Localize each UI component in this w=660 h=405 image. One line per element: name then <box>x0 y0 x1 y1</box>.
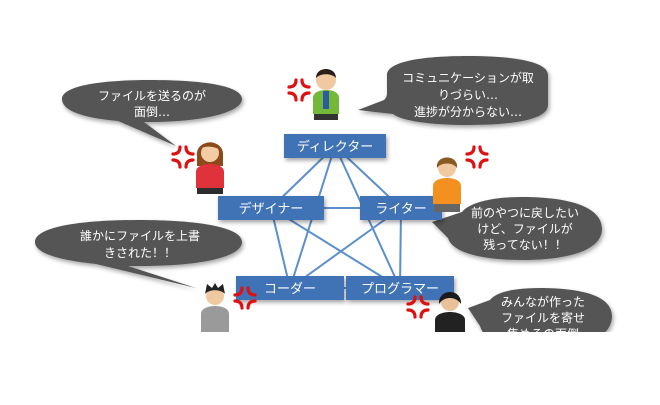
role-director: ディレクター <box>284 134 386 158</box>
role-box <box>218 196 324 220</box>
bubble-programmer-line-1: みんなが作った <box>501 294 585 309</box>
person-director-icon <box>313 69 339 120</box>
role-label-programmer: プログラマー <box>361 282 439 297</box>
role-label-writer: ライター <box>375 202 426 217</box>
bubble-programmer-line-3: 集めるの面倒 <box>507 326 579 341</box>
bubble-shape <box>62 80 242 146</box>
bubble-programmer-line-2: ファイルを寄せ <box>501 310 585 325</box>
bubble-shape <box>358 56 548 125</box>
bubble-writer: 前のやつに戻したい けど、ファイルが 残ってない！！ <box>432 197 602 260</box>
person-programmer-icon <box>435 292 465 332</box>
anger-marks <box>171 78 489 319</box>
bubble-director-line-2: りづらい… <box>438 88 498 102</box>
bubble-programmer: みんなが作った ファイルを寄せ 集めるの面倒 <box>468 288 612 341</box>
bubble-designer-line-1: ファイルを送るのが <box>98 88 206 103</box>
bubble-director-line-3: 進捗が分からない… <box>414 104 522 119</box>
bubble-writer-line-3: 残ってない！！ <box>483 238 566 252</box>
anger-icon <box>233 286 257 310</box>
bubble-director: コミュニケーションが取 りづらい… 進捗が分からない… <box>358 56 548 125</box>
anger-icon <box>171 145 195 169</box>
role-writer: ライター <box>360 196 442 220</box>
bubble-coder-line-1: 誰かにファイルを上書 <box>80 228 200 243</box>
role-programmer: プログラマー <box>346 276 454 300</box>
role-box <box>284 134 386 158</box>
bubble-coder-line-2: きされた！！ <box>104 246 176 260</box>
role-designer: デザイナー <box>218 196 324 220</box>
role-box <box>360 196 442 220</box>
connection-line <box>289 207 402 289</box>
person-designer-icon <box>196 142 224 194</box>
role-label-director: ディレクター <box>297 139 374 155</box>
role-box <box>346 276 454 300</box>
anger-icon <box>406 295 430 319</box>
connection-line <box>270 207 401 289</box>
person-writer-icon <box>433 157 461 212</box>
anger-icon <box>287 78 311 102</box>
bubble-shape <box>35 220 242 288</box>
bubble-designer-line-2: 面倒… <box>134 105 170 119</box>
role-coder: コーダー <box>236 276 344 300</box>
bubble-director-line-1: コミュニケーションが取 <box>402 70 534 85</box>
connection-line <box>270 207 291 289</box>
role-label-coder: コーダー <box>264 282 316 297</box>
anger-icon <box>465 145 489 169</box>
bubble-coder: 誰かにファイルを上書 きされた！！ <box>35 220 242 288</box>
connection-line <box>399 207 402 289</box>
role-label-designer: デザイナー <box>239 201 304 217</box>
bubble-shape <box>468 288 612 332</box>
bubble-writer-line-1: 前のやつに戻したい <box>471 205 579 220</box>
bubble-designer: ファイルを送るのが 面倒… <box>62 80 242 146</box>
person-coder-icon <box>201 283 229 332</box>
bubble-writer-line-2: けど、ファイルが <box>477 221 572 236</box>
bubble-shape <box>432 197 602 260</box>
